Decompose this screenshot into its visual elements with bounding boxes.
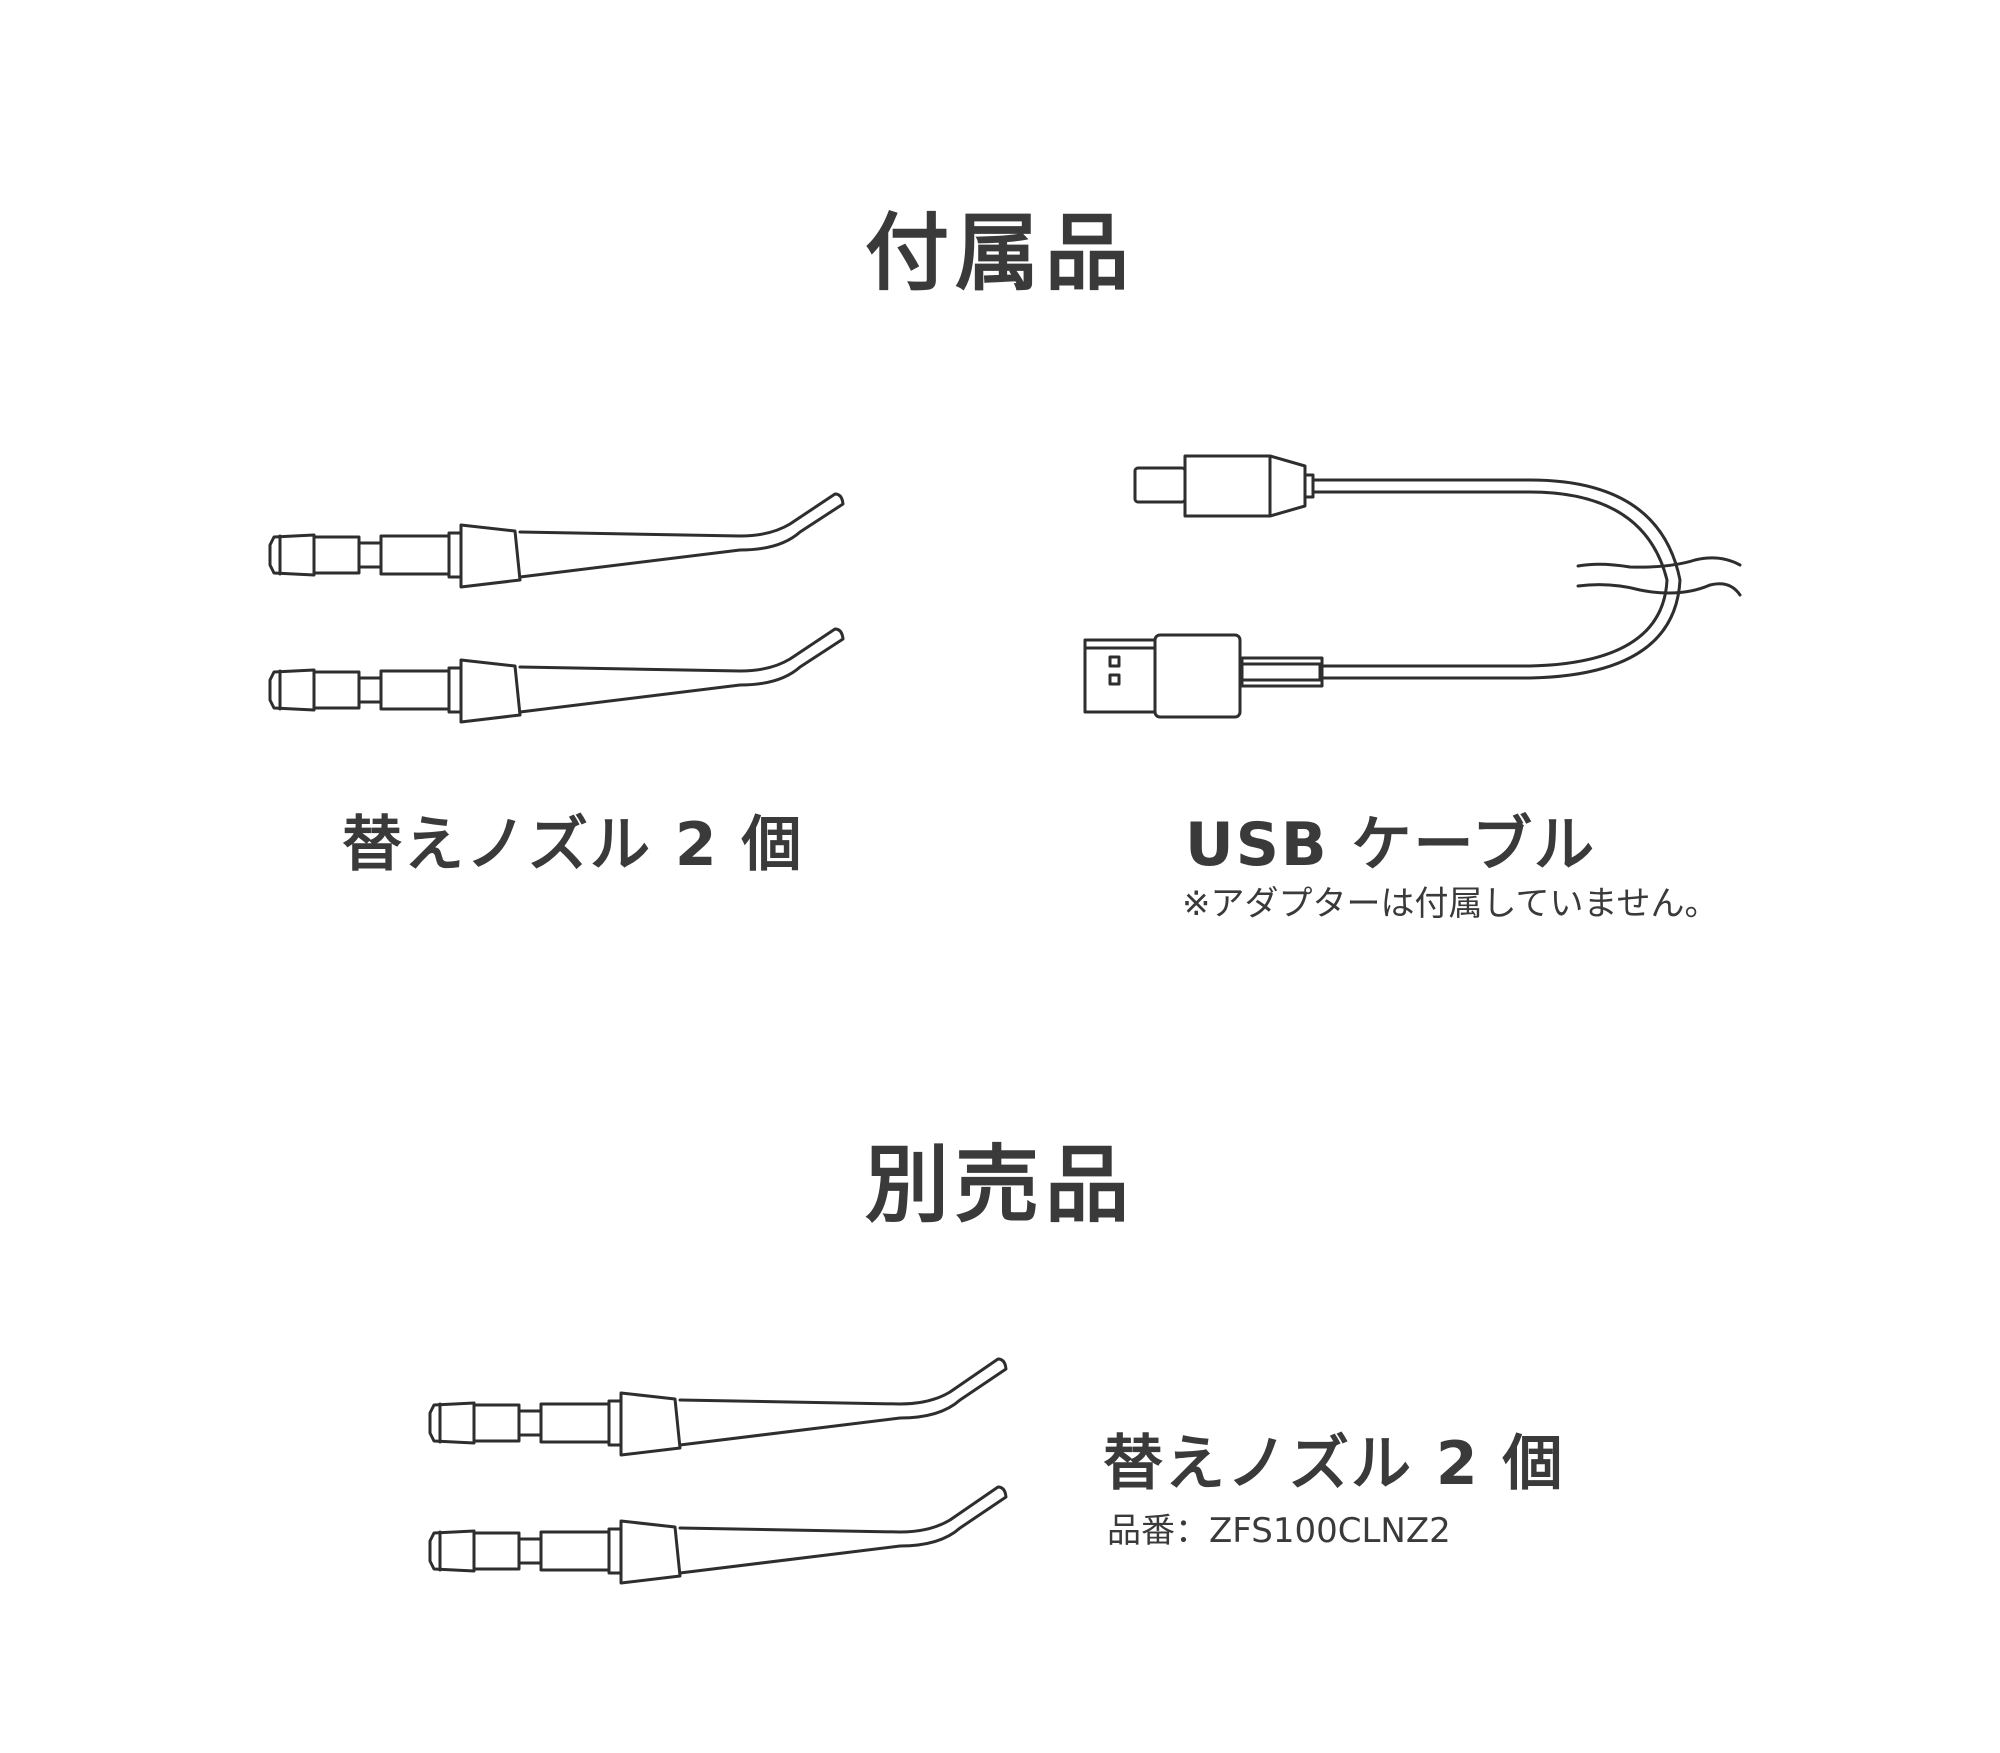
adapter-not-included-note: ※アダプターは付属していません。 (1182, 884, 1719, 924)
usb-cable-label: USB ケーブル (1185, 810, 1596, 880)
nozzle-icon (428, 1357, 1008, 1457)
sold-nozzle-label: 替えノズル 2 個 (1103, 1429, 1565, 1499)
sold-separately-heading: 別売品 (864, 1136, 1135, 1234)
nozzle-pair-illustration (268, 492, 845, 724)
included-heading: 付属品 (864, 204, 1135, 302)
nozzle-icon (268, 492, 845, 589)
nozzle-icon (428, 1485, 1008, 1585)
nozzle-pair-illustration-sold (428, 1357, 1008, 1585)
usb-cable-illustration (1083, 454, 1742, 719)
part-number: 品番：ZFS100CLNZ2 (1107, 1511, 1451, 1551)
nozzle-icon (268, 627, 845, 724)
included-nozzle-label: 替えノズル 2 個 (342, 810, 804, 880)
